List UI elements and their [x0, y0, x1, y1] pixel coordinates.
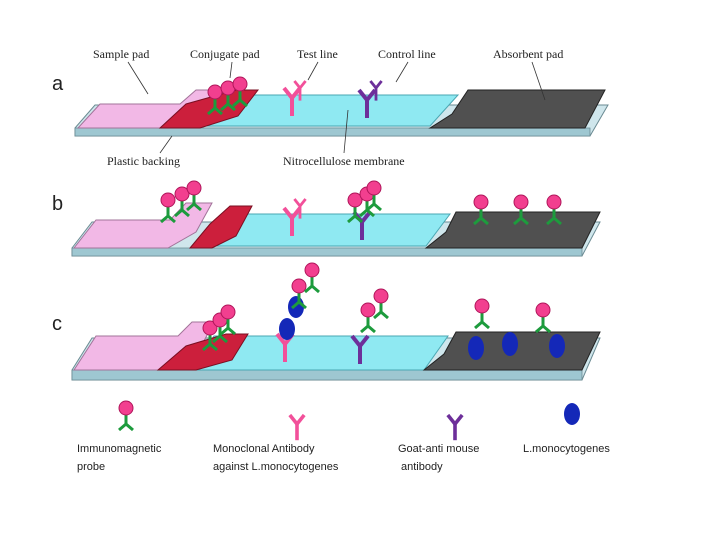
legend-probe-line1: Immunomagnetic: [77, 443, 162, 455]
probe-icon: [473, 297, 491, 330]
bacteria-icon: [502, 332, 518, 356]
conjugate-pad-a: [158, 89, 260, 129]
probe-icon: [359, 301, 377, 334]
panel-c: c: [52, 261, 601, 381]
legend-goat-line2: antibody: [401, 461, 443, 473]
label-nitrocellulose: Nitrocellulose membrane: [283, 154, 405, 168]
label-conjugate-pad: Conjugate pad: [190, 47, 260, 61]
probe-icon: [303, 261, 321, 294]
legend-probe-line2: probe: [77, 461, 105, 473]
legend-bacteria-icon: [564, 403, 580, 425]
absorbent-pad-b: [424, 211, 601, 249]
label-plastic-backing: Plastic backing: [107, 154, 180, 168]
panel-label-b: b: [52, 193, 63, 215]
legend-goat-line1: Goat-anti mouse: [398, 443, 479, 455]
label-absorbent-pad: Absorbent pad: [493, 47, 563, 61]
panel-label-a: a: [52, 73, 64, 95]
bacteria-icon: [468, 336, 484, 360]
conjugate-pad-c: [156, 333, 249, 371]
panel-label-c: c: [52, 313, 62, 335]
conjugate-pad-b: [188, 205, 253, 249]
probe-icon: [372, 287, 390, 320]
legend-control-antibody-icon: [445, 413, 465, 443]
absorbent-pad-a: [428, 89, 606, 129]
label-control-line: Control line: [378, 47, 436, 61]
bacteria-icon: [288, 296, 304, 318]
legend-mab-line2: against L.monocytogenes: [213, 461, 339, 473]
legend-test-antibody-icon: [287, 413, 307, 443]
probe-icon: [534, 301, 552, 334]
label-sample-pad: Sample pad: [93, 47, 149, 61]
legend-probe-icon: [117, 399, 135, 432]
legend-mab-line1: Monoclonal Antibody: [213, 443, 315, 455]
bacteria-icon: [549, 334, 565, 358]
panel-b: b: [52, 179, 601, 257]
label-test-line: Test line: [297, 47, 338, 61]
legend-bacteria-line1: L.monocytogenes: [523, 443, 610, 455]
panel-a: a Sample pad Conjugate pad Test line Con…: [52, 47, 609, 168]
bacteria-icon: [279, 318, 295, 340]
legend: Immunomagnetic probe Monoclonal Antibody…: [77, 399, 610, 473]
